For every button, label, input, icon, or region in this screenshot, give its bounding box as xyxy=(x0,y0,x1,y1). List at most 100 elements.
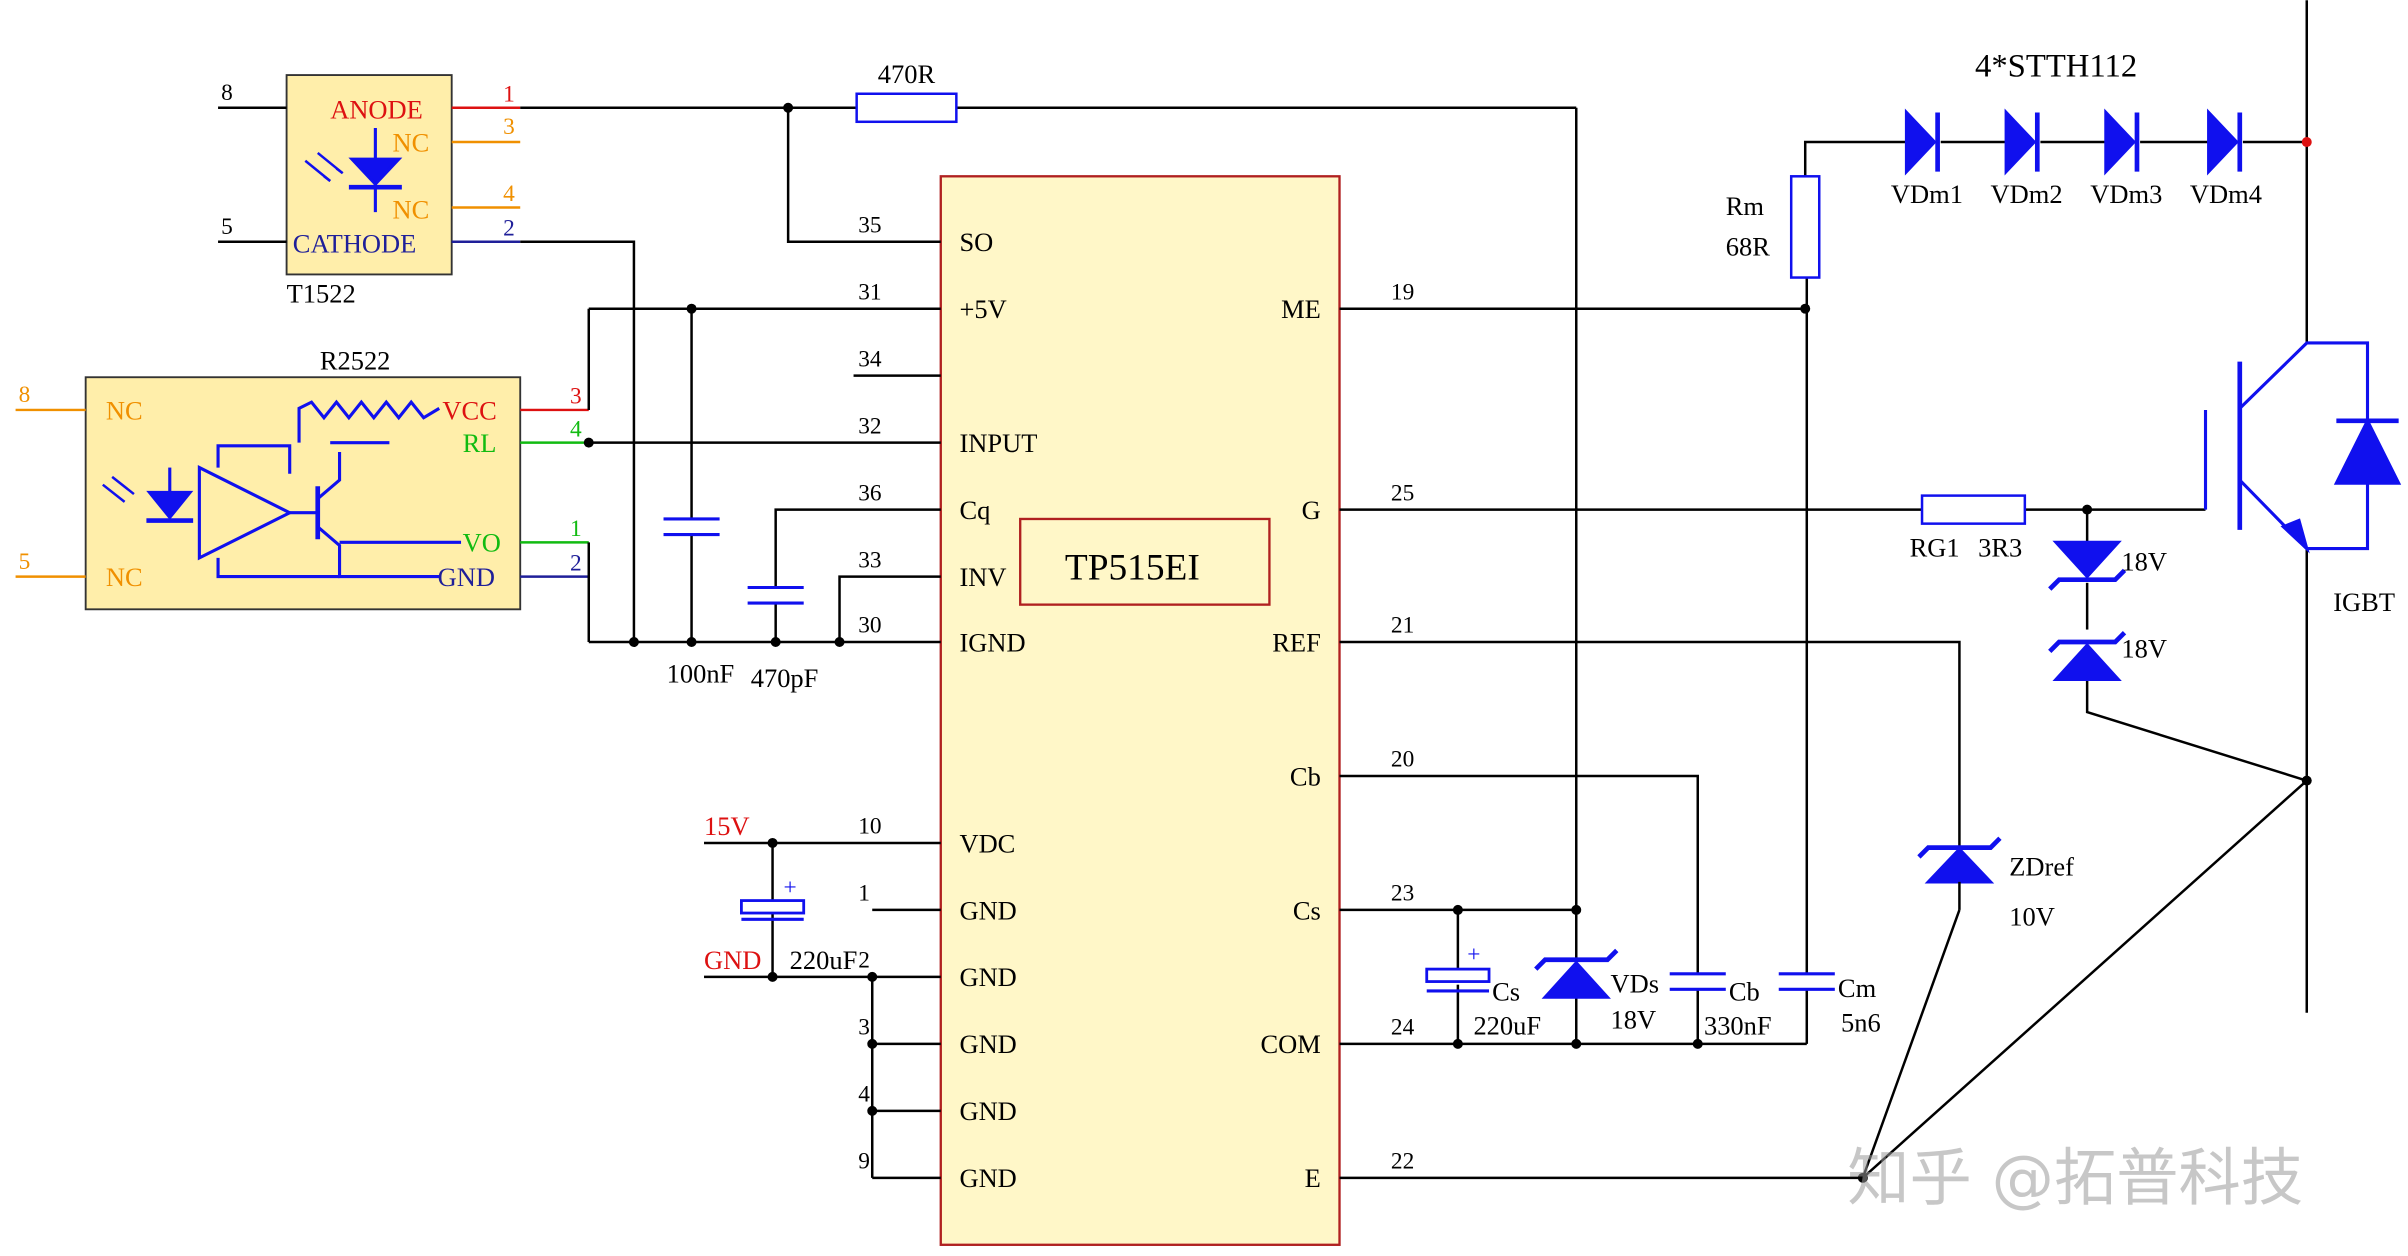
c220u-vdc-plus: + xyxy=(783,874,796,900)
r2522-p4: 4 xyxy=(570,416,582,442)
watermark: 知乎 @拓普科技 xyxy=(1847,1142,2303,1215)
chip-right-pin-label: ME xyxy=(1281,294,1321,324)
zdref-value: 10V xyxy=(2009,901,2055,931)
t1522-light-icon xyxy=(304,151,344,182)
chip-left-pin-num: 33 xyxy=(858,547,881,573)
r2522-amp-icon xyxy=(197,465,294,561)
chip-right-pin-num: 23 xyxy=(1391,881,1414,907)
cs-plus: + xyxy=(1467,941,1480,967)
chip-left-pin-label: +5V xyxy=(959,294,1006,324)
r2522: R2522 NC NC VCC RL VO GND 3 4 1 2 xyxy=(15,345,589,611)
chip-left-pin-num: 2 xyxy=(858,948,870,974)
chip-left-pin-num: 31 xyxy=(858,279,881,305)
junction-dots xyxy=(583,102,2312,1183)
rg1-value: 3R3 xyxy=(1978,532,2022,562)
chip-right-pin-num: 20 xyxy=(1391,747,1414,773)
vdm4-label: VDm4 xyxy=(2190,179,2262,209)
cb-value: 330nF xyxy=(1704,1011,1772,1041)
chip-left-pin-label: INV xyxy=(959,562,1006,592)
r2522-nc-bot: NC xyxy=(106,562,143,592)
vdm2-diode-icon xyxy=(2004,108,2037,176)
r2522-ext-5: 5 xyxy=(19,549,31,575)
zener18-a-icon xyxy=(2052,540,2122,579)
r2522-nc-top: NC xyxy=(106,395,143,425)
t1522-p3: 3 xyxy=(503,114,515,140)
cs-name: Cs xyxy=(1492,976,1520,1006)
t1522-p4: 4 xyxy=(503,181,515,207)
chip-left-pin-num: 36 xyxy=(858,480,881,506)
rg1-name: RG1 xyxy=(1910,532,1960,562)
zener18-b-icon xyxy=(2052,642,2122,681)
vdm3-diode-icon xyxy=(2104,108,2137,176)
r2522-light-icon xyxy=(102,475,135,503)
r470-label: 470R xyxy=(878,59,936,89)
chip-right-pin-label: Cb xyxy=(1290,761,1321,791)
zener18-a-label: 18V xyxy=(2121,546,2167,576)
r2522-resistor-icon xyxy=(297,399,441,443)
vds-value: 18V xyxy=(1611,1004,1657,1034)
chip-left-pin-num: 9 xyxy=(858,1148,870,1174)
t1522-ext-8: 8 xyxy=(221,80,233,106)
zdref-zener-icon xyxy=(1924,846,1995,884)
vdm-diodes: VDm1 VDm2 VDm3 VDm4 4*STTH112 xyxy=(1891,49,2262,209)
chip-right-pin-num: 22 xyxy=(1391,1148,1414,1174)
gnd-label: GND xyxy=(704,945,761,975)
cm-value: 5n6 xyxy=(1841,1007,1881,1037)
cm-name: Cm xyxy=(1838,973,1877,1003)
chip-left-pin-label: GND xyxy=(959,895,1016,925)
cs-cap-icon xyxy=(1425,967,1491,983)
chip-left-pin-label: GND xyxy=(959,1096,1016,1126)
chip-right-pin-num: 24 xyxy=(1391,1015,1415,1041)
chip-left-pin-num: 34 xyxy=(858,346,882,372)
wires xyxy=(520,0,2309,1180)
r2522-ext-8: 8 xyxy=(19,382,31,408)
vds-name: VDs xyxy=(1611,968,1660,998)
r2522-name: R2522 xyxy=(320,345,391,375)
t1522: ANODE NC NC CATHODE 1 3 4 2 8 5 T1522 xyxy=(218,74,521,308)
chip-left-pin-label: GND xyxy=(959,962,1016,992)
r2522-emitter xyxy=(316,525,440,579)
zener18-b-bar xyxy=(2048,631,2127,654)
r470-resistor-icon xyxy=(855,92,958,124)
t1522-name: T1522 xyxy=(287,278,356,308)
r2522-amp-supply xyxy=(216,444,292,474)
igbt-icon xyxy=(2203,341,2402,554)
zdref-name: ZDref xyxy=(2009,852,2074,882)
tp515ei-name-box xyxy=(1019,517,1271,606)
r2522-p1: 1 xyxy=(570,516,582,542)
zener18-b-label: 18V xyxy=(2121,634,2167,664)
cs-value: 220uF xyxy=(1473,1011,1541,1041)
chip-right-pin-num: 19 xyxy=(1391,279,1414,305)
zdref-bar xyxy=(1917,836,2002,859)
vdm2-label: VDm2 xyxy=(1991,179,2063,209)
chip-right-pin-num: 25 xyxy=(1391,480,1414,506)
chip-pins: SO35+5V3134INPUT32Cq36INV33IGND30VDC10GN… xyxy=(858,212,1414,1193)
vdm1-label: VDm1 xyxy=(1891,179,1963,209)
r2522-vcc: VCC xyxy=(442,395,496,425)
vds-zener-icon xyxy=(1541,960,1611,999)
chip-left-pin-label: GND xyxy=(959,1163,1016,1193)
diodes-title: 4*STTH112 xyxy=(1975,49,2137,85)
zener18-a-bar xyxy=(2048,568,2127,591)
chip-right-pin-label: COM xyxy=(1261,1029,1321,1059)
rg1-resistor-icon xyxy=(1920,494,2027,525)
c470p-label: 470pF xyxy=(751,663,819,693)
igbt-label: IGBT xyxy=(2333,587,2395,617)
chip-left-pin-label: IGND xyxy=(959,627,1025,657)
r2522-gnd: GND xyxy=(438,562,495,592)
r2522-p3: 3 xyxy=(570,384,582,410)
chip-right-pin-label: Cs xyxy=(1293,895,1321,925)
chip-left-pin-label: SO xyxy=(959,227,993,257)
t1522-ext-5: 5 xyxy=(221,214,233,240)
vdm4-diode-icon xyxy=(2207,108,2239,176)
t1522-nc2: NC xyxy=(393,194,430,224)
rm-name: Rm xyxy=(1726,191,1765,221)
r2522-vo: VO xyxy=(463,528,501,558)
t1522-nc1: NC xyxy=(393,127,430,157)
rm-resistor-icon xyxy=(1789,175,1821,279)
vds-bar xyxy=(1534,948,1619,971)
r2522-p2: 2 xyxy=(570,550,582,576)
collector-junction xyxy=(2301,137,2312,148)
chip-left-pin-num: 1 xyxy=(858,881,870,907)
